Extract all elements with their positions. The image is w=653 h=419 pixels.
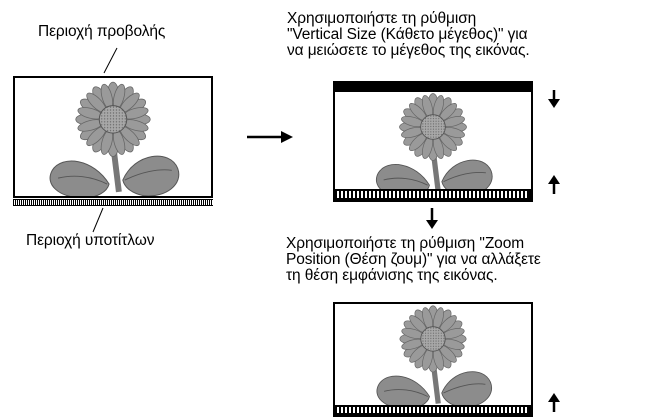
repositioned-image-panel [333,302,533,417]
step1-text-line2: "Vertical Size (Κάθετο μέγεθος)" για [287,26,528,43]
subtitle-strip [13,199,213,206]
step2-text-line2: Position (Θέση ζουμ)" για να αλλάξετε [286,251,541,268]
sunflower-image [335,304,531,407]
step1-text-line1: Χρησιμοποιήστε τη ρύθμιση [287,10,477,27]
reduced-image-panel [333,81,533,202]
step1-text-line3: να μειώσετε το μέγεθος της εικόνας. [287,42,530,59]
subtitle-strip [335,405,531,415]
subtitle-area-label: Περιοχή υποτίτλων [26,232,155,249]
sunflower-image [15,78,211,196]
original-image-panel [13,76,213,198]
top-black-bar [335,83,531,92]
subtitle-strip [335,189,531,200]
step2-text-line3: τη θέση εμφάνισης της εικόνας. [286,267,498,284]
projection-area-label: Περιοχή προβολής [38,23,166,40]
sunflower-image [335,90,531,194]
step2-text-line1: Χρησιμοποιήστε τη ρύθμιση "Zoom [286,235,525,252]
